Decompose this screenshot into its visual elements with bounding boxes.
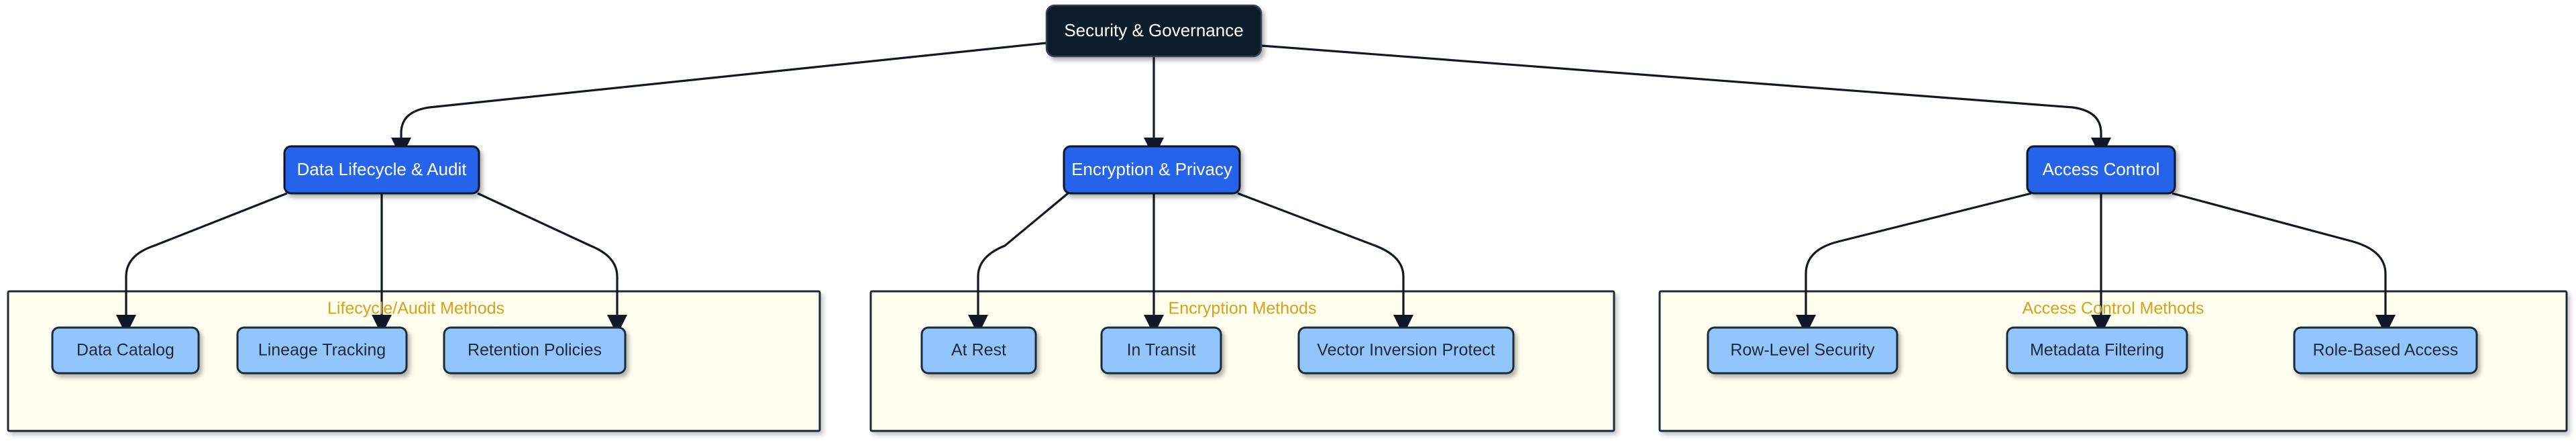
node-row-level-security[interactable]: Row-Level Security bbox=[1707, 326, 1898, 375]
edge-data-lifecycle-and-audit-to-lineage-tracking-arrowhead bbox=[372, 315, 392, 335]
node-lineage-tracking-label: Lineage Tracking bbox=[258, 341, 386, 360]
node-security-and-governance-box bbox=[1045, 4, 1263, 58]
node-security-and-governance-label: Security & Governance bbox=[1064, 20, 1243, 40]
edge-data-lifecycle-and-audit-to-data-catalog bbox=[125, 192, 288, 318]
node-row-level-security-label: Row-Level Security bbox=[1730, 341, 1875, 360]
edge-access-control-to-role-based-access bbox=[2171, 192, 2387, 318]
node-security-and-governance[interactable]: Security & Governance bbox=[1045, 4, 1263, 58]
node-role-based-access[interactable]: Role-Based Access bbox=[2293, 326, 2478, 375]
node-data-lifecycle-and-audit-label: Data Lifecycle & Audit bbox=[297, 159, 468, 179]
node-data-catalog-label: Data Catalog bbox=[76, 341, 174, 360]
node-vector-inversion-protect-box bbox=[1297, 326, 1515, 375]
node-vector-inversion-protect[interactable]: Vector Inversion Protect bbox=[1297, 326, 1515, 375]
node-metadata-filtering-label: Metadata Filtering bbox=[2030, 341, 2164, 360]
edge-group bbox=[116, 42, 2396, 335]
edge-data-lifecycle-and-audit-to-retention-policies bbox=[477, 192, 619, 318]
node-role-based-access-box bbox=[2293, 326, 2478, 375]
cluster-lifecycle-audit-methods-title: Lifecycle/Audit Methods bbox=[327, 299, 504, 318]
edge-encryption-and-privacy-to-vector-inversion-protect bbox=[1237, 192, 1405, 318]
node-in-transit-box bbox=[1100, 326, 1222, 375]
cluster-encryption-methods bbox=[869, 290, 1615, 432]
node-row-level-security-box bbox=[1707, 326, 1898, 375]
cluster-encryption-methods-title: Encryption Methods bbox=[1169, 299, 1317, 318]
edge-access-control-to-metadata-filtering-arrowhead bbox=[2091, 315, 2111, 335]
node-retention-policies[interactable]: Retention Policies bbox=[443, 326, 627, 375]
node-access-control[interactable]: Access Control bbox=[2026, 145, 2176, 195]
node-metadata-filtering-box bbox=[2006, 326, 2188, 375]
edge-data-lifecycle-and-audit-to-retention-policies-arrowhead bbox=[607, 315, 627, 335]
node-at-rest-label: At Rest bbox=[951, 341, 1006, 360]
edge-access-control-to-role-based-access-arrowhead bbox=[2375, 315, 2396, 335]
node-data-catalog-box bbox=[51, 326, 200, 375]
node-encryption-and-privacy[interactable]: Encryption & Privacy bbox=[1063, 145, 1241, 195]
node-encryption-and-privacy-label: Encryption & Privacy bbox=[1071, 159, 1232, 179]
node-lineage-tracking-box bbox=[236, 326, 408, 375]
edge-encryption-and-privacy-to-at-rest bbox=[977, 192, 1069, 318]
edge-data-lifecycle-and-audit-to-data-catalog-arrowhead bbox=[116, 315, 136, 335]
leaf-node-group: Data Catalog Lineage Tracking Retention Po… bbox=[51, 326, 2478, 375]
node-metadata-filtering[interactable]: Metadata Filtering bbox=[2006, 326, 2188, 375]
node-role-based-access-label: Role-Based Access bbox=[2313, 341, 2459, 360]
node-at-rest-box bbox=[920, 326, 1037, 375]
node-access-control-label: Access Control bbox=[2043, 159, 2160, 179]
root-node-group: Security & Governance bbox=[1045, 4, 1263, 58]
node-in-transit[interactable]: In Transit bbox=[1100, 326, 1222, 375]
node-data-lifecycle-and-audit-box bbox=[283, 145, 480, 195]
edge-encryption-and-privacy-to-vector-inversion-protect-arrowhead bbox=[1393, 315, 1413, 335]
edge-security-and-governance-to-access-control bbox=[1260, 44, 2102, 138]
node-access-control-box bbox=[2026, 145, 2176, 195]
edge-security-and-governance-to-data-lifecycle-and-audit bbox=[400, 42, 1047, 138]
cluster-label-group: Lifecycle/Audit Methods Encryption Method… bbox=[327, 299, 2204, 318]
edge-access-control-to-row-level-security-arrowhead bbox=[1796, 315, 1816, 335]
node-in-transit-label: In Transit bbox=[1127, 341, 1196, 360]
node-retention-policies-box bbox=[443, 326, 627, 375]
node-encryption-and-privacy-box bbox=[1063, 145, 1241, 195]
node-data-catalog[interactable]: Data Catalog bbox=[51, 326, 200, 375]
node-at-rest[interactable]: At Rest bbox=[920, 326, 1037, 375]
node-retention-policies-label: Retention Policies bbox=[468, 341, 602, 360]
node-vector-inversion-protect-label: Vector Inversion Protect bbox=[1317, 341, 1495, 360]
edge-encryption-and-privacy-to-at-rest-arrowhead bbox=[968, 315, 988, 335]
edge-encryption-and-privacy-to-in-transit-arrowhead bbox=[1144, 315, 1164, 335]
edge-access-control-to-row-level-security bbox=[1805, 192, 2032, 318]
node-data-lifecycle-and-audit[interactable]: Data Lifecycle & Audit bbox=[283, 145, 480, 195]
node-lineage-tracking[interactable]: Lineage Tracking bbox=[236, 326, 408, 375]
cluster-access-control-methods-title: Access Control Methods bbox=[2023, 299, 2204, 318]
branch-node-group: Data Lifecycle & Audit Encryption & Priva… bbox=[283, 145, 2176, 195]
